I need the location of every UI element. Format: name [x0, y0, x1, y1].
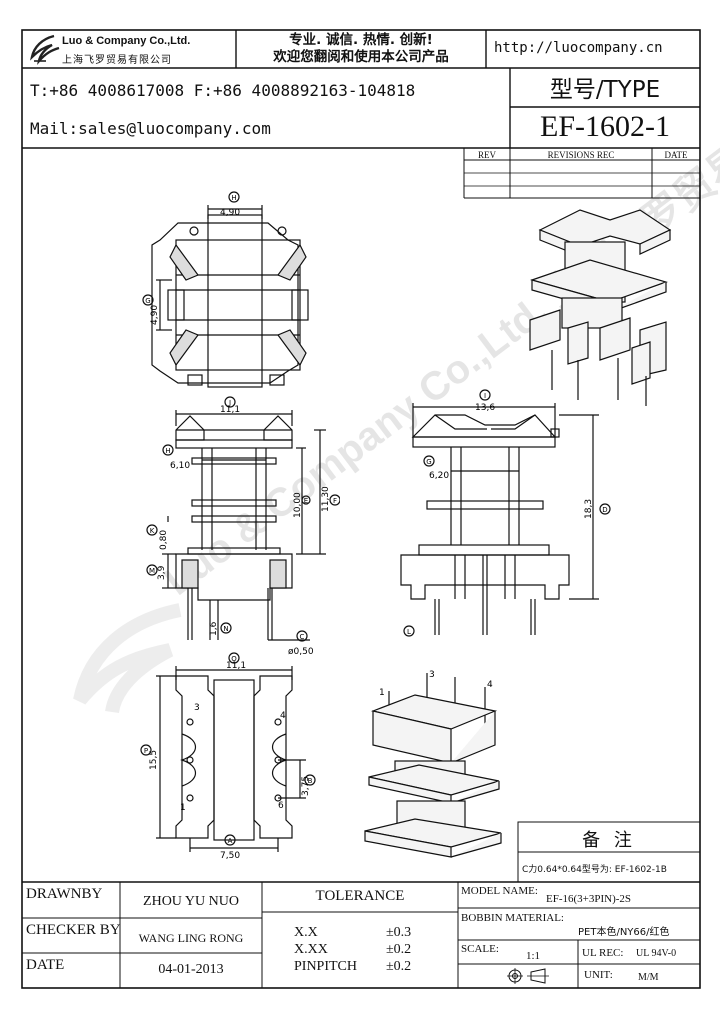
- dim-front-k: 0,80: [159, 530, 169, 550]
- mark-o: O: [231, 655, 237, 663]
- company-logo-icon: [30, 34, 60, 65]
- mark-n: N: [223, 625, 228, 633]
- mail-text: Mail:sales@luocompany.com: [30, 119, 271, 138]
- drawn-by-value: ZHOU YU NUO: [143, 894, 239, 909]
- tol-x-label: X.X: [294, 925, 318, 940]
- dim-front-f: 11,30: [321, 486, 331, 512]
- type-value: EF-1602-1: [540, 110, 670, 143]
- mark-j: J: [228, 399, 231, 407]
- tol-pin-label: PINPITCH: [294, 959, 358, 974]
- dim-side-i: 13,6: [475, 403, 495, 413]
- type-label: 型号/TYPE: [549, 77, 661, 103]
- isometric-view-top: [529, 209, 672, 406]
- drawn-by-label: DRAWNBY: [26, 886, 103, 902]
- isometric-view-bottom: 1 3 4: [364, 670, 502, 858]
- tol-pin-value: ±0.2: [386, 959, 412, 974]
- mark-c: C: [300, 633, 305, 641]
- mark-p: P: [144, 747, 148, 755]
- dim-top-v: 4,90: [150, 305, 160, 325]
- unit-label: UNIT:: [584, 969, 613, 981]
- ul-value: UL 94V-0: [636, 948, 677, 959]
- dim-front-e: 10,00: [293, 492, 303, 518]
- dim-bottom-a: 7,50: [220, 851, 240, 860]
- top-view-drawing: H G 4,90 4,90: [142, 191, 309, 388]
- checker-label: CHECKER BY: [26, 922, 121, 938]
- mark-a: A: [228, 837, 233, 845]
- mark-d: D: [602, 506, 607, 514]
- notes-title: 备 注: [582, 830, 636, 851]
- unit-value: M/M: [638, 972, 659, 983]
- dim-bottom-o: 11,1: [226, 661, 246, 671]
- iso-pin-label-4: 4: [487, 680, 493, 690]
- tolerance-label: TOLERANCE: [315, 888, 405, 904]
- checker-value: WANG LING RONG: [138, 931, 244, 945]
- dim-side-d: 18,3: [584, 499, 594, 519]
- phone-fax-text: T:+86 4008617008 F:+86 4008892163-104818: [30, 81, 416, 100]
- mark-h-front: H: [165, 447, 170, 455]
- revisions-rec-column-header: REVISIONS REC: [547, 150, 615, 160]
- bobbin-value: PET本色/NY66/红色: [578, 927, 670, 938]
- date-label: DATE: [26, 957, 65, 973]
- mark-m: M: [149, 567, 155, 575]
- company-name-cn: 上海飞罗贸易有限公司: [62, 55, 172, 66]
- model-label: MODEL NAME:: [461, 885, 538, 897]
- pin-label-4: 4: [280, 711, 286, 721]
- dim-front-n: 1,6: [209, 621, 219, 636]
- dim-side-g: 6,20: [429, 471, 449, 481]
- dim-front-h: 6,10: [170, 461, 190, 471]
- pin-label-1: 1: [180, 803, 186, 813]
- scale-label: SCALE:: [461, 943, 499, 955]
- mark-f: F: [333, 497, 337, 505]
- mark-l: L: [407, 628, 411, 636]
- date-column-header: DATE: [664, 150, 688, 160]
- date-value: 04-01-2013: [158, 962, 224, 977]
- rev-column-header: REV: [478, 150, 496, 160]
- mark-g-top: G: [145, 297, 150, 305]
- dim-front-c: ø0,50: [288, 647, 314, 657]
- watermark-logo-icon: [73, 603, 182, 714]
- tol-xx-label: X.XX: [294, 942, 328, 957]
- notes-text: C力0.64*0.64型号为: EF-1602-1B: [522, 865, 667, 875]
- slogan-line-1: 专业. 诚信. 热情. 创新!: [289, 32, 433, 48]
- mark-b: B: [308, 777, 313, 785]
- pin-label-6: 6: [278, 801, 284, 811]
- dim-front-j: 11,1: [220, 405, 240, 415]
- tol-x-value: ±0.3: [386, 925, 412, 940]
- scale-value: 1:1: [526, 950, 541, 962]
- ul-label: UL REC:: [582, 947, 624, 959]
- tol-xx-value: ±0.2: [386, 942, 412, 957]
- dim-bottom-p: 15,5: [149, 750, 159, 770]
- pin-label-3: 3: [194, 703, 200, 713]
- mark-e: E: [304, 497, 308, 505]
- front-view-drawing: J 11,1 H 6,10 E 10,00 F 11,30 K 0,80 M 3…: [146, 396, 340, 657]
- projection-symbol-icon: [507, 968, 549, 984]
- iso-pin-label-3: 3: [429, 670, 435, 680]
- company-url-link[interactable]: http://luocompany.cn: [494, 40, 663, 56]
- side-view-drawing: I 13,6 G 6,20 D 18,3 L: [400, 389, 611, 637]
- model-value: EF-16(3+3PIN)-2S: [546, 893, 632, 905]
- dim-top-h: 4,90: [220, 208, 240, 218]
- company-name: Luo & Company Co.,Ltd.: [62, 35, 191, 47]
- bottom-view-drawing: O 11,1 P 15,5 B 3,75 A 7,50 3 4 1 6: [140, 652, 316, 860]
- dim-front-m: 3,9: [157, 565, 167, 580]
- bobbin-label: BOBBIN MATERIAL:: [461, 912, 564, 924]
- dim-bottom-b: 3,75: [301, 776, 311, 796]
- iso-pin-label-1: 1: [379, 688, 385, 698]
- mark-g-side: G: [426, 458, 431, 466]
- slogan-line-2: 欢迎您翻阅和使用本公司产品: [273, 49, 449, 65]
- mark-i: I: [484, 392, 486, 400]
- mark-k: K: [150, 527, 155, 535]
- mark-h-top: H: [231, 194, 236, 202]
